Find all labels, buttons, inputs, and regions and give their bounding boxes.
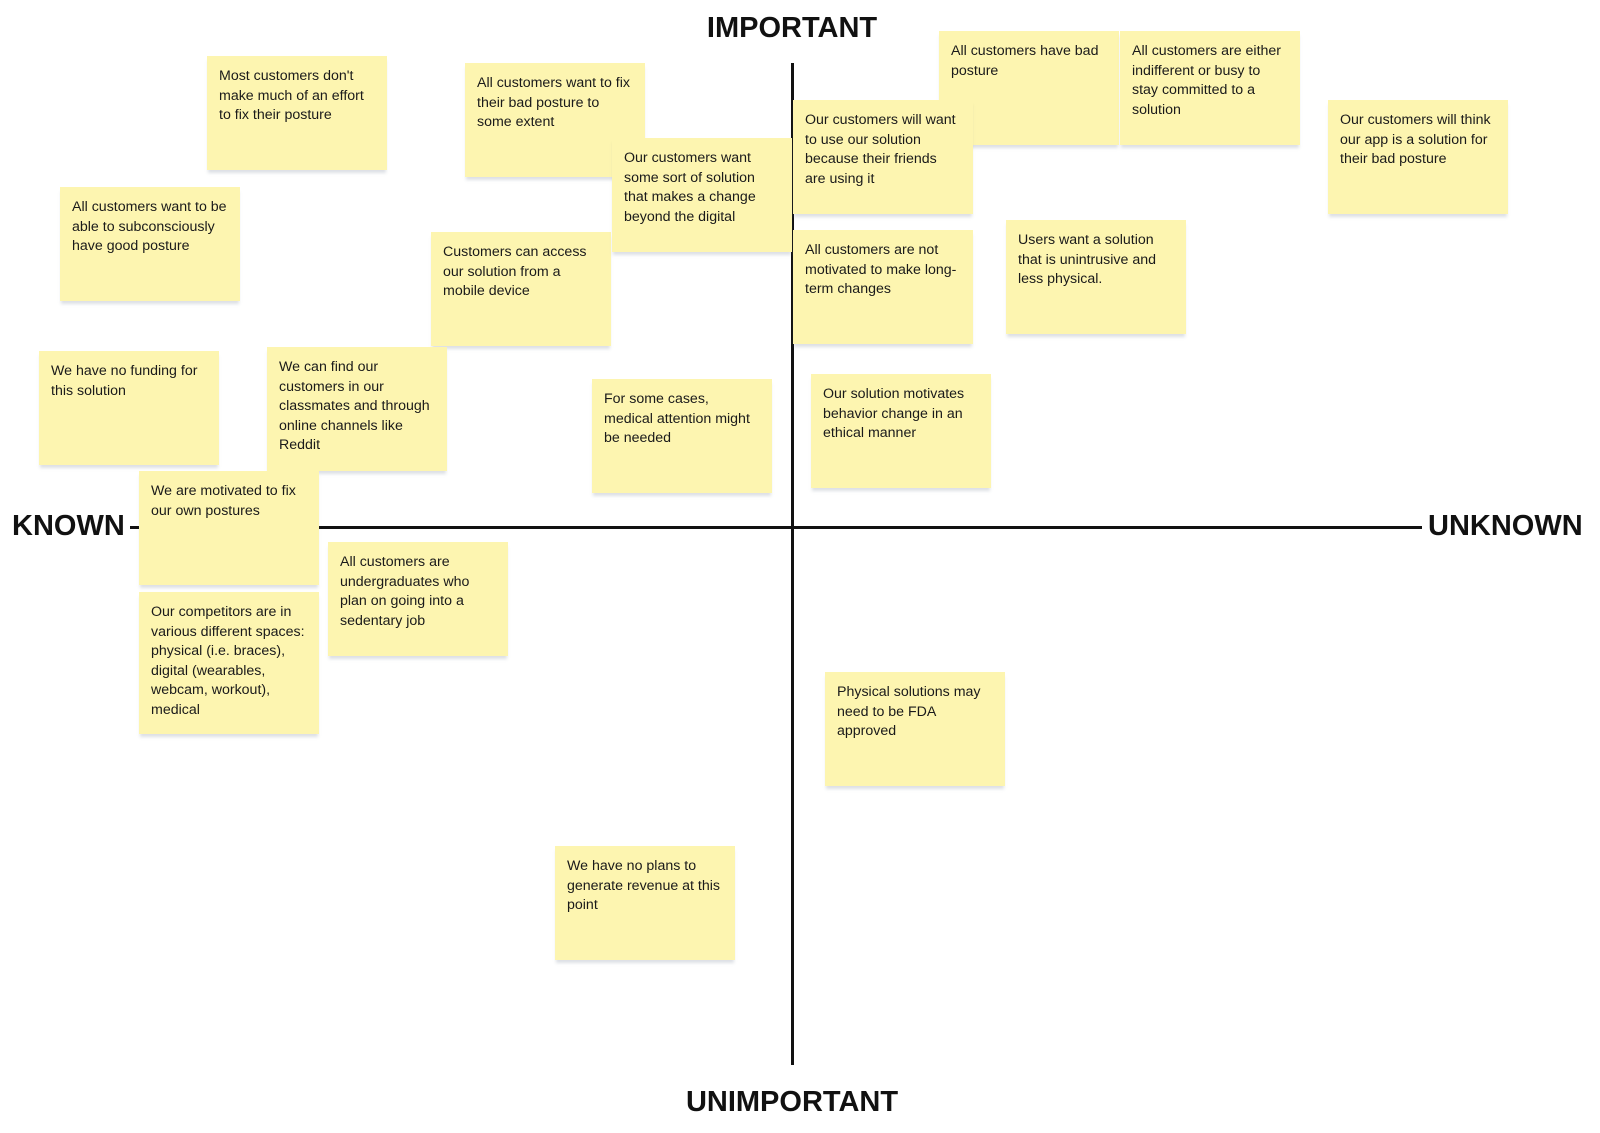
sticky-note[interactable]: Most customers don't make much of an eff… — [207, 56, 387, 170]
sticky-note[interactable]: Physical solutions may need to be FDA ap… — [825, 672, 1005, 786]
axis-label-unknown: UNKNOWN — [1428, 510, 1583, 542]
sticky-note[interactable]: We have no funding for this solution — [39, 351, 219, 465]
sticky-note[interactable]: Our competitors are in various different… — [139, 592, 319, 734]
sticky-note[interactable]: All customers want to be able to subcons… — [60, 187, 240, 301]
sticky-note[interactable]: We have no plans to generate revenue at … — [555, 846, 735, 960]
horizontal-axis-line — [130, 526, 1422, 529]
sticky-note[interactable]: Our customers will think our app is a so… — [1328, 100, 1508, 214]
sticky-note[interactable]: Our solution motivates behavior change i… — [811, 374, 991, 488]
sticky-note[interactable]: All customers are either indifferent or … — [1120, 31, 1300, 145]
sticky-note[interactable]: Customers can access our solution from a… — [431, 232, 611, 346]
sticky-note[interactable]: We are motivated to fix our own postures — [139, 471, 319, 585]
sticky-note[interactable]: All customers are undergraduates who pla… — [328, 542, 508, 656]
sticky-note[interactable]: We can find our customers in our classma… — [267, 347, 447, 471]
vertical-axis-line — [791, 63, 794, 1065]
axis-label-unimportant: UNIMPORTANT — [685, 1086, 899, 1118]
sticky-note[interactable]: All customers have bad posture — [939, 31, 1119, 145]
axis-label-important: IMPORTANT — [706, 12, 878, 44]
sticky-note[interactable]: Our customers want some sort of solution… — [612, 138, 792, 252]
sticky-note[interactable]: Users want a solution that is unintrusiv… — [1006, 220, 1186, 334]
sticky-note[interactable]: For some cases, medical attention might … — [592, 379, 772, 493]
sticky-note[interactable]: All customers are not motivated to make … — [793, 230, 973, 344]
sticky-note[interactable]: Our customers will want to use our solut… — [793, 100, 973, 214]
axis-label-known: KNOWN — [12, 510, 125, 542]
